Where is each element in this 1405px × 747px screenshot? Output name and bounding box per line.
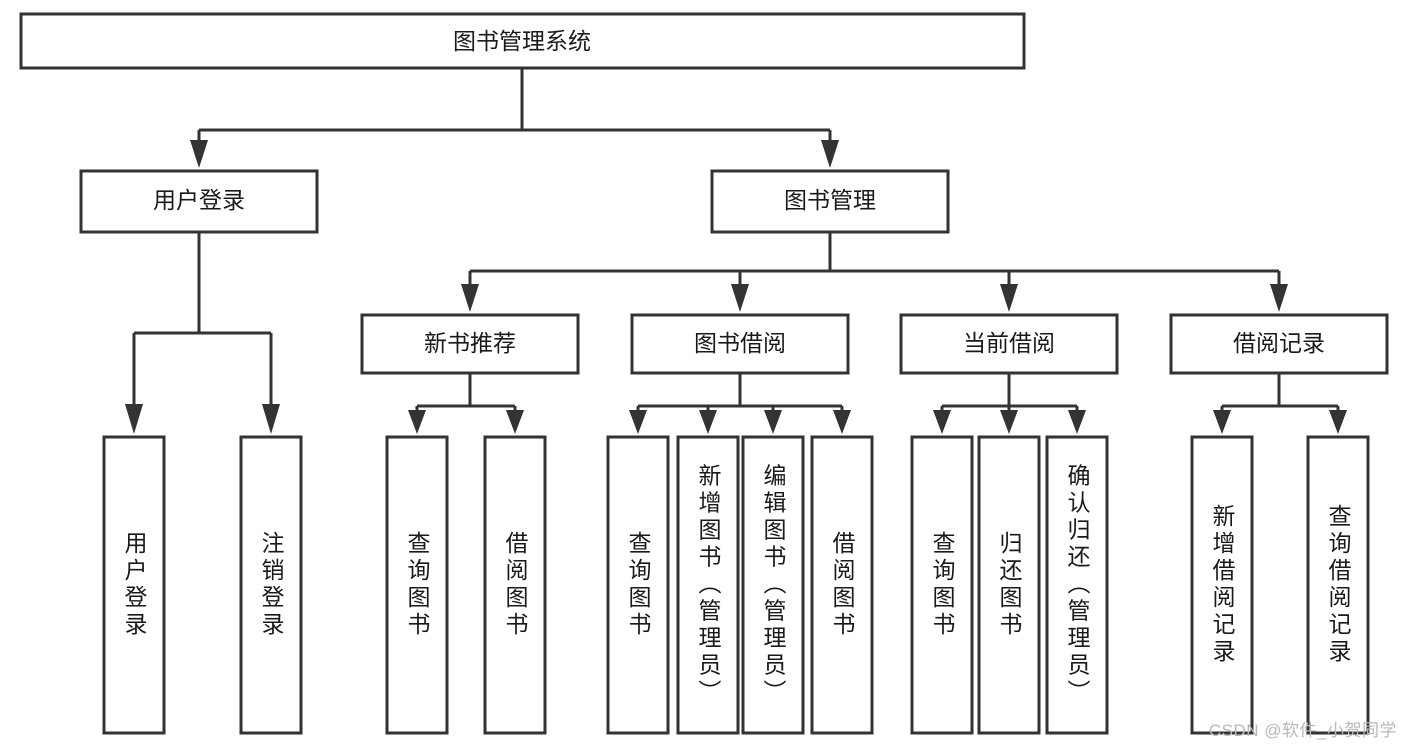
arrow-head-leaf-user-login bbox=[125, 404, 143, 434]
arrow-head-leaf-edit-book bbox=[764, 410, 782, 434]
node-leaf-logout-login-label: 注销登录 bbox=[258, 531, 285, 639]
arrow-head-leaf-query-book-1 bbox=[408, 410, 426, 434]
arrow-head-leaf-borrow-book-2 bbox=[833, 410, 851, 434]
node-leaf-query-book-1[interactable]: 查询图书 bbox=[385, 435, 449, 735]
arrow-head-leaf-logout-login bbox=[262, 404, 280, 434]
connector-group bbox=[125, 68, 1347, 434]
node-leaf-query-book-1-box[interactable] bbox=[385, 435, 449, 735]
node-leaf-add-book-label: 新增图书（管理员） bbox=[695, 464, 722, 707]
node-leaf-borrow-book-2[interactable]: 借阅图书 bbox=[810, 435, 874, 735]
node-borrow-record-box[interactable] bbox=[1169, 313, 1389, 375]
node-current-borrow-label: 当前借阅 bbox=[963, 330, 1055, 356]
node-leaf-confirm-return-label: 确认归还（管理员） bbox=[1064, 464, 1091, 707]
node-leaf-logout-login-box[interactable] bbox=[239, 435, 303, 735]
arrow-head-leaf-add-record bbox=[1213, 410, 1231, 434]
node-leaf-edit-book-box[interactable] bbox=[741, 435, 805, 735]
arrow-head-book-management bbox=[821, 140, 839, 168]
arrow-head-leaf-add-book bbox=[699, 410, 717, 434]
node-leaf-logout-login[interactable]: 注销登录 bbox=[239, 435, 303, 735]
node-leaf-query-book-3-label: 查询图书 bbox=[929, 531, 956, 639]
node-leaf-query-book-3[interactable]: 查询图书 bbox=[910, 435, 974, 735]
node-leaf-add-record[interactable]: 新增借阅记录 bbox=[1190, 435, 1254, 735]
node-leaf-return-book-label: 归还图书 bbox=[996, 531, 1023, 639]
node-leaf-query-book-3-box[interactable] bbox=[910, 435, 974, 735]
node-leaf-add-record-label: 新增借阅记录 bbox=[1209, 504, 1236, 666]
node-leaf-borrow-book-2-label: 借阅图书 bbox=[829, 531, 856, 639]
node-book-borrow-label: 图书借阅 bbox=[694, 330, 786, 356]
node-leaf-edit-book-label: 编辑图书（管理员） bbox=[760, 464, 787, 707]
node-new-book-recommend-label: 新书推荐 bbox=[424, 330, 516, 356]
node-book-borrow[interactable]: 图书借阅 bbox=[630, 313, 850, 375]
arrow-head-user-login bbox=[190, 140, 208, 168]
node-current-borrow-box[interactable] bbox=[899, 313, 1119, 375]
node-leaf-add-record-box[interactable] bbox=[1190, 435, 1254, 735]
node-user-login-box[interactable] bbox=[79, 169, 319, 234]
node-root[interactable]: 图书管理系统 bbox=[19, 12, 1026, 70]
arrow-head-book-borrow bbox=[731, 284, 749, 312]
node-leaf-query-book-2-box[interactable] bbox=[606, 435, 670, 735]
csdn-watermark: CSDN @软件_小贺同学 bbox=[1208, 721, 1397, 740]
node-leaf-borrow-book-1-box[interactable] bbox=[483, 435, 547, 735]
node-root-label: 图书管理系统 bbox=[453, 28, 591, 54]
arrow-head-new-book-recommend bbox=[461, 284, 479, 312]
node-leaf-query-book-2-label: 查询图书 bbox=[625, 531, 652, 639]
node-book-borrow-box[interactable] bbox=[630, 313, 850, 375]
node-user-login-label: 用户登录 bbox=[153, 187, 245, 213]
node-leaf-edit-book[interactable]: 编辑图书（管理员） bbox=[741, 435, 805, 735]
node-borrow-record[interactable]: 借阅记录 bbox=[1169, 313, 1389, 375]
node-leaf-user-login-label: 用户登录 bbox=[121, 531, 148, 639]
node-book-management-box[interactable] bbox=[710, 169, 950, 234]
node-leaf-query-record-box[interactable] bbox=[1306, 435, 1370, 735]
node-leaf-return-book-box[interactable] bbox=[977, 435, 1041, 735]
node-leaf-user-login[interactable]: 用户登录 bbox=[102, 435, 166, 735]
node-new-book-recommend[interactable]: 新书推荐 bbox=[360, 313, 580, 375]
node-book-management-label: 图书管理 bbox=[784, 187, 876, 213]
node-leaf-query-record[interactable]: 查询借阅记录 bbox=[1306, 435, 1370, 735]
node-leaf-borrow-book-1-label: 借阅图书 bbox=[502, 531, 529, 639]
node-leaf-confirm-return[interactable]: 确认归还（管理员） bbox=[1045, 435, 1109, 735]
arrow-head-leaf-borrow-book-1 bbox=[506, 410, 524, 434]
node-current-borrow[interactable]: 当前借阅 bbox=[899, 313, 1119, 375]
node-leaf-query-book-1-label: 查询图书 bbox=[404, 531, 431, 639]
node-book-management[interactable]: 图书管理 bbox=[710, 169, 950, 234]
arrow-head-leaf-query-record bbox=[1329, 410, 1347, 434]
arrow-head-current-borrow bbox=[1000, 284, 1018, 312]
node-leaf-borrow-book-2-box[interactable] bbox=[810, 435, 874, 735]
node-borrow-record-label: 借阅记录 bbox=[1233, 330, 1325, 356]
node-leaf-add-book-box[interactable] bbox=[676, 435, 740, 735]
node-leaf-borrow-book-1[interactable]: 借阅图书 bbox=[483, 435, 547, 735]
node-leaf-query-book-2[interactable]: 查询图书 bbox=[606, 435, 670, 735]
arrow-head-borrow-record bbox=[1270, 284, 1288, 312]
arrow-head-leaf-query-book-3 bbox=[933, 410, 951, 434]
arrow-head-leaf-return-book bbox=[1000, 410, 1018, 434]
node-leaf-query-record-label: 查询借阅记录 bbox=[1325, 504, 1352, 666]
node-leaf-confirm-return-box[interactable] bbox=[1045, 435, 1109, 735]
arrow-head-leaf-query-book-2 bbox=[629, 410, 647, 434]
node-new-book-recommend-box[interactable] bbox=[360, 313, 580, 375]
node-leaf-user-login-box[interactable] bbox=[102, 435, 166, 735]
arrow-head-leaf-confirm-return bbox=[1068, 410, 1086, 434]
node-root-box[interactable] bbox=[19, 12, 1026, 70]
node-user-login[interactable]: 用户登录 bbox=[79, 169, 319, 234]
node-leaf-return-book[interactable]: 归还图书 bbox=[977, 435, 1041, 735]
node-leaf-add-book[interactable]: 新增图书（管理员） bbox=[676, 435, 740, 735]
